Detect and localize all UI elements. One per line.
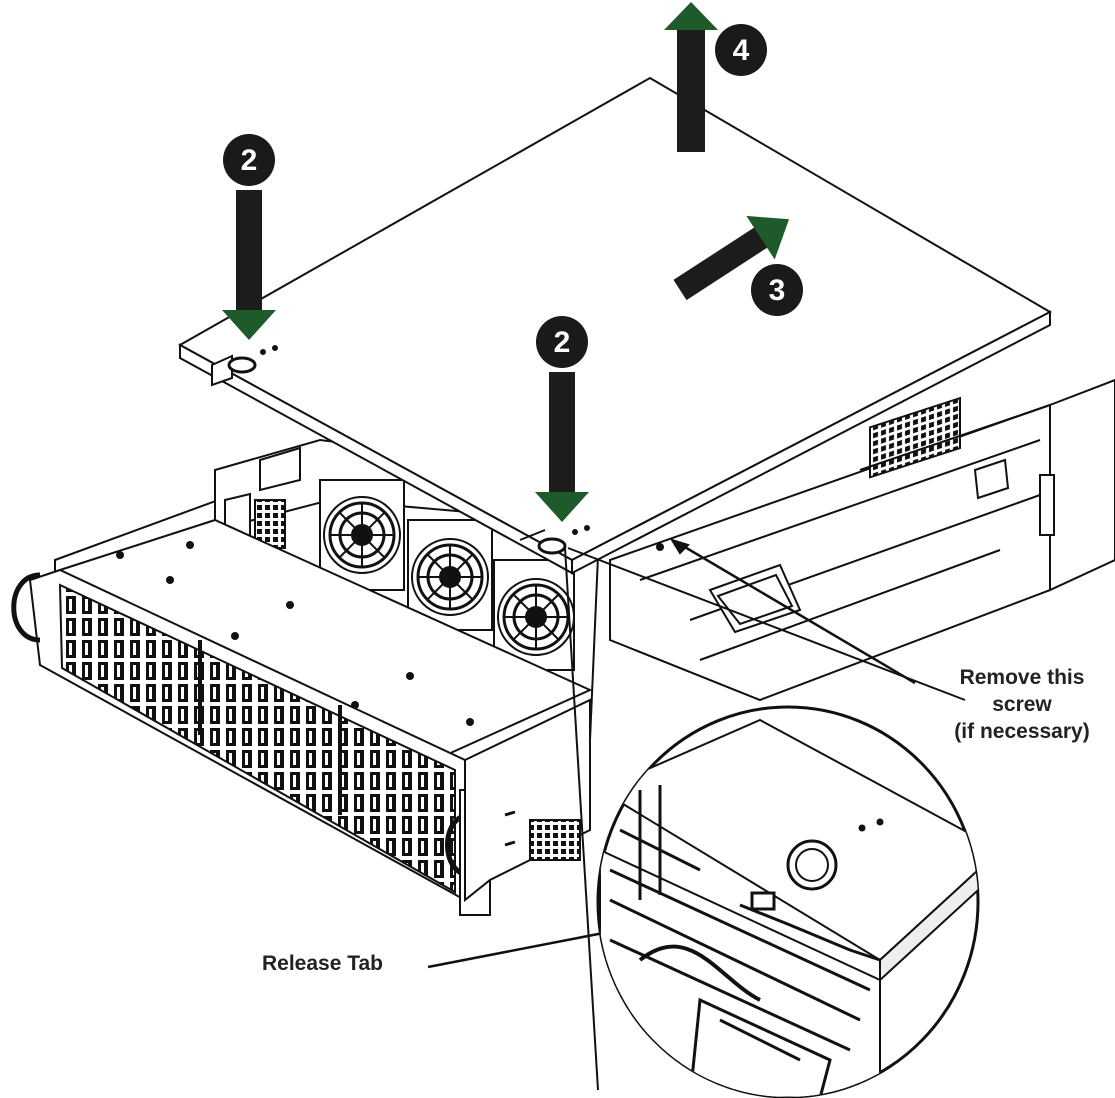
arrow-down-left [222, 190, 276, 340]
step-3-badge: 3 [751, 264, 803, 316]
step-2-right-number: 2 [554, 326, 571, 359]
step-2-left-number: 2 [241, 144, 258, 177]
step-4-number: 4 [733, 34, 750, 67]
zoom-detail [596, 705, 980, 1098]
step-badges: 2 2 3 4 [223, 24, 803, 368]
arrows [222, 2, 790, 522]
step-3-number: 3 [769, 274, 786, 307]
arrow-diagonal [673, 215, 790, 301]
top-cover [177, 76, 1053, 575]
release-tab-callout: Release Tab [262, 952, 384, 975]
remove-screw-callout: Remove this screw (if necessary) [930, 664, 1114, 745]
remove-screw-line-1: Remove this [959, 666, 1085, 689]
remove-screw-line-2: screw [992, 693, 1052, 716]
step-4-badge: 4 [715, 24, 767, 76]
arrow-down-right [535, 372, 589, 522]
remove-screw-line-3: (if necessary) [954, 720, 1090, 743]
remove-screw-leader [677, 541, 916, 685]
step-2-left-badge: 2 [223, 134, 275, 186]
arrow-up [664, 2, 718, 152]
step-2-right-badge: 2 [536, 316, 588, 368]
